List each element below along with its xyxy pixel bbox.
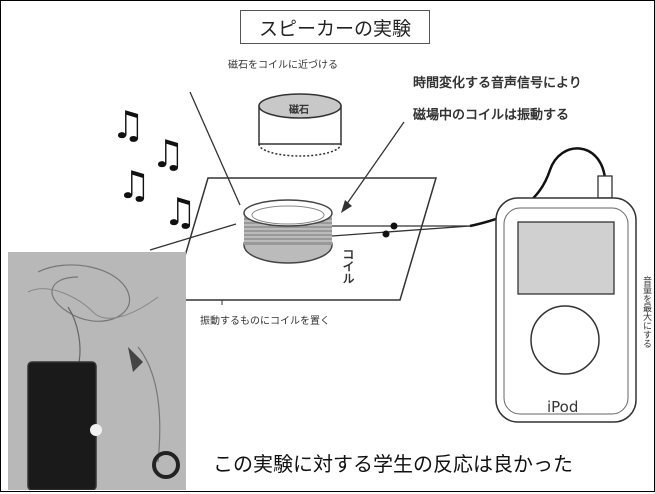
- plug: [597, 175, 613, 199]
- signal-label-line1: 時間変化する音声信号により: [413, 76, 582, 91]
- diagram-title: スピーカーの実験: [240, 10, 430, 44]
- diagonal-line-bottom: [149, 223, 237, 251]
- place-coil-label: 振動するものにコイルを置く: [200, 316, 330, 327]
- coil-illustration: [243, 199, 333, 264]
- signal-arrowhead: [341, 200, 352, 213]
- music-note-icon: ♫: [151, 132, 186, 176]
- magnet-illustration: [258, 93, 342, 157]
- diagonal-line-top: [189, 91, 241, 206]
- experiment-photo: [8, 252, 186, 491]
- signal-arrow: [343, 121, 405, 209]
- music-note-icon: ♫: [117, 163, 152, 207]
- ipod-label: iPod: [547, 398, 579, 416]
- magnet-label: 磁石: [289, 105, 309, 116]
- figure-caption: この実験に対する学生の反応は良かった: [213, 452, 573, 476]
- volume-max-label: 音量を最大にする: [641, 276, 651, 348]
- ipod-illustration: [495, 197, 637, 423]
- ring-coil-in-photo: [152, 451, 180, 479]
- music-note-icon: ♫: [163, 190, 198, 234]
- phone-in-photo: [27, 361, 97, 491]
- music-note-icon: ♫: [111, 103, 146, 147]
- coil-label: コイル: [341, 248, 355, 284]
- signal-label-line2: 磁場中のコイルは振動する: [413, 108, 570, 123]
- magnet-instruction-label: 磁石をコイルに近づける: [228, 60, 338, 71]
- wire-junction: [382, 230, 390, 238]
- wire-junction: [390, 222, 398, 230]
